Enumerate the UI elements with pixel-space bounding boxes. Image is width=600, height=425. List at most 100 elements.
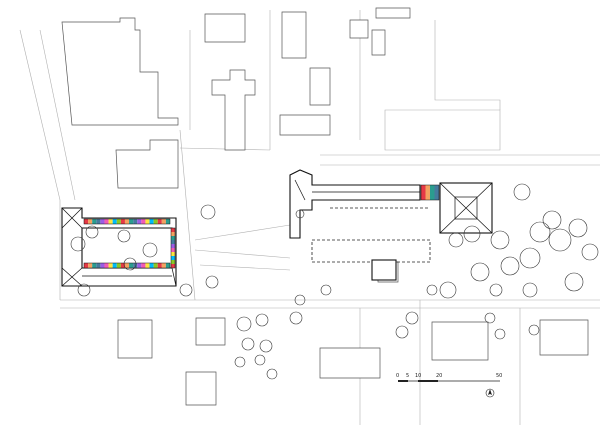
- accent-strip-segment: [141, 263, 146, 268]
- accent-strip-segment: [112, 263, 117, 268]
- tree: [405, 311, 419, 325]
- tree: [289, 311, 303, 325]
- tree: [266, 368, 278, 380]
- tree: [77, 283, 91, 297]
- tree: [70, 236, 86, 252]
- tree: [568, 218, 588, 238]
- accent-strip-segment: [421, 185, 426, 200]
- tree: [489, 283, 503, 297]
- tree: [234, 356, 246, 368]
- tree: [294, 294, 306, 306]
- tree: [519, 247, 541, 269]
- tree: [205, 275, 219, 289]
- accent-strip-segment: [157, 219, 162, 224]
- tree: [513, 183, 531, 201]
- accent-strip-segment: [425, 185, 430, 200]
- tree: [470, 262, 490, 282]
- tree: [259, 339, 273, 353]
- accent-strip-segment: [120, 263, 125, 268]
- tree: [320, 284, 332, 296]
- accent-strip-segment: [129, 263, 134, 268]
- accent-strip-segment: [430, 185, 435, 200]
- accent-strip-top: [83, 218, 171, 225]
- tree: [439, 281, 457, 299]
- accent-strip-segment: [171, 256, 175, 260]
- trees: [70, 183, 599, 380]
- accent-strip-right: [170, 227, 176, 269]
- tree: [494, 328, 506, 340]
- accent-strip-segment: [171, 240, 175, 244]
- accent-strip-segment: [171, 228, 175, 232]
- tree: [85, 225, 99, 239]
- accent-strip-bottom: [83, 262, 171, 269]
- tree: [255, 313, 269, 327]
- tree: [142, 242, 158, 258]
- accent-strip-segment: [161, 219, 166, 224]
- accent-strip-segment: [137, 219, 142, 224]
- accent-strip-segment: [171, 260, 175, 264]
- accent-strip-segment: [145, 263, 150, 268]
- accent-strip-segment: [171, 232, 175, 236]
- tree: [490, 230, 510, 250]
- accent-strip-east: [420, 184, 440, 201]
- accent-strip-segment: [133, 219, 138, 224]
- accent-strip-segment: [153, 263, 158, 268]
- accent-strip-segment: [165, 219, 170, 224]
- tree: [254, 354, 266, 366]
- accent-strip-segment: [100, 219, 105, 224]
- tree: [581, 243, 599, 261]
- tree: [484, 312, 496, 324]
- tree: [426, 284, 438, 296]
- accent-strip-segment: [108, 263, 113, 268]
- accent-strip-segment: [149, 263, 154, 268]
- accent-strip-segment: [104, 263, 109, 268]
- tree: [200, 204, 216, 220]
- accent-strip-segment: [124, 219, 130, 224]
- accent-strip-segment: [137, 263, 142, 268]
- tree: [448, 232, 464, 248]
- accent-strip-segment: [171, 244, 175, 248]
- accent-strip-segment: [133, 263, 138, 268]
- accent-strip-segment: [112, 219, 117, 224]
- accent-strip-segment: [84, 219, 89, 224]
- tree: [123, 257, 137, 271]
- accent-strip-segment: [171, 236, 175, 240]
- tree: [500, 256, 520, 276]
- scale-tick-10: 10: [415, 373, 421, 379]
- accent-strip-segment: [92, 263, 97, 268]
- tree: [564, 272, 584, 292]
- accent-strip-segment: [153, 219, 158, 224]
- accent-strip-segment: [108, 219, 113, 224]
- tree: [528, 324, 540, 336]
- tree: [241, 337, 255, 351]
- accent-strip-segment: [124, 263, 130, 268]
- accent-strip-segment: [100, 263, 105, 268]
- accent-strip-segment: [157, 263, 162, 268]
- tree: [542, 210, 562, 230]
- accent-strip-segment: [434, 185, 439, 200]
- accent-strip-segment: [116, 263, 121, 268]
- tree: [529, 221, 551, 243]
- accent-strip-segment: [120, 219, 125, 224]
- scale-bar: 0 5 10 20 50: [396, 373, 502, 382]
- tree: [395, 325, 409, 339]
- tree: [522, 282, 538, 298]
- accent-strip-segment: [129, 219, 134, 224]
- tree: [463, 225, 481, 243]
- scale-tick-5: 5: [406, 373, 409, 379]
- tree: [117, 229, 131, 243]
- accent-strip-segment: [92, 219, 97, 224]
- accent-strip-segment: [96, 219, 101, 224]
- accent-strip-segment: [141, 219, 146, 224]
- accent-strip-segment: [88, 219, 93, 224]
- accent-strip-segment: [161, 263, 166, 268]
- west-wing: [61, 207, 177, 287]
- accent-strip-segment: [165, 263, 170, 268]
- tree: [236, 316, 252, 332]
- tree: [179, 283, 193, 297]
- accent-strip-segment: [96, 263, 101, 268]
- accent-strip-segment: [145, 219, 150, 224]
- north-arrow-icon: [485, 388, 495, 398]
- accent-strip-segment: [171, 248, 175, 252]
